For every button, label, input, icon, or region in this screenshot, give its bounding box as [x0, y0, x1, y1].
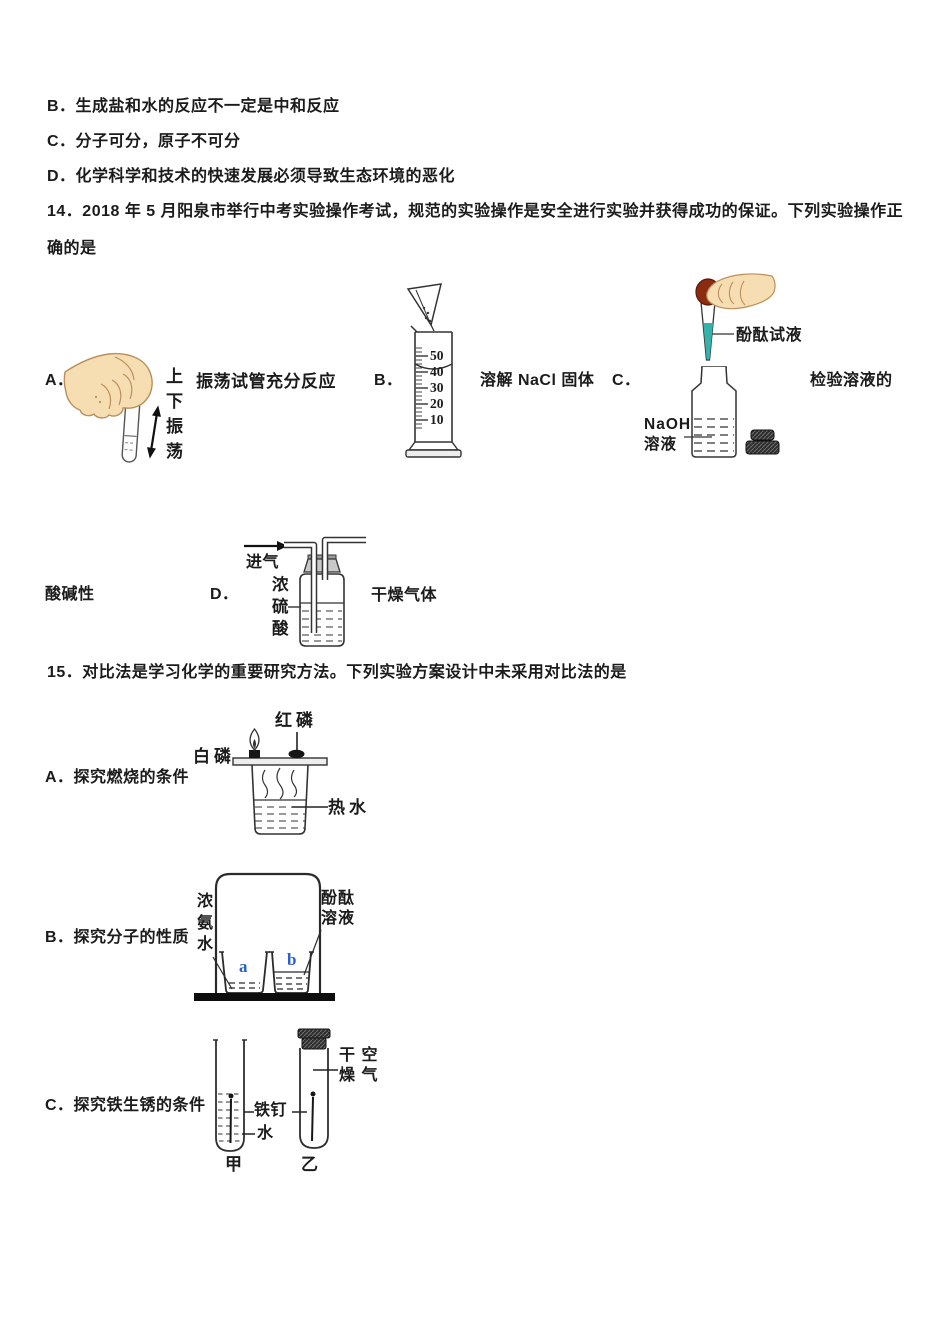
phenolphthalein-pointer — [303, 929, 322, 976]
paper-funnel — [406, 283, 442, 332]
table-surface — [194, 993, 335, 1001]
q15-stem: 15．对比法是学习化学的重要研究方法。下列实验方案设计中未采用对比法的是 — [47, 664, 627, 681]
q15-b-label: B．探究分子的性质 — [45, 929, 190, 946]
up-down-arrow — [147, 405, 161, 459]
q14-c-bottle-label: NaOH 溶液 — [644, 416, 692, 453]
q14-d-inlet-label: 进气 — [246, 554, 280, 571]
q14-stem-line2: 确的是 — [47, 240, 97, 257]
q14-stem-line1: 14．2018 年 5 月阳泉市举行中考实验操作考试，规范的实验操作是安全进行实… — [47, 203, 904, 220]
q14-b-caption: 溶解 NaCl 固体 — [480, 372, 595, 389]
iron-nail-yi — [310, 1091, 316, 1142]
q15-b-ammonia-label: 浓 氨 水 — [197, 893, 214, 953]
q15-c-tube-right-label: 乙 — [301, 1155, 319, 1174]
q14-c-dropper-label: 酚酞试液 — [736, 327, 803, 344]
q13-option-c: C．分子可分，原子不可分 — [47, 133, 241, 150]
porcelain-plate — [232, 757, 328, 766]
hand — [63, 352, 153, 419]
q14-c-caption-part1: 检验溶液的 — [810, 372, 893, 389]
graduated-cylinder-diagram — [405, 283, 462, 458]
q14-b-letter: B． — [374, 372, 403, 389]
inlet-tube — [284, 541, 318, 633]
q15-c-water-label: 水 — [257, 1125, 274, 1142]
ammonia-pointer — [212, 956, 233, 990]
hand — [706, 273, 776, 310]
q15-a-white-phosphorus-label: 白磷 — [193, 747, 235, 766]
beaker-b — [269, 951, 314, 994]
cylinder-body — [405, 325, 462, 458]
cylinder-scale-labels: 50 40 30 20 10 — [430, 348, 444, 427]
q15-c-tube-left-label: 甲 — [225, 1155, 243, 1174]
q15-a-label: A．探究燃烧的条件 — [45, 769, 190, 786]
q14-d-acid-label: 浓 硫 酸 — [272, 576, 289, 638]
q14-a-shake-label: 上 下 振 荡 — [166, 367, 184, 461]
test-tube-yi — [297, 1028, 331, 1149]
q15-b-beaker-b-letter: b — [287, 950, 297, 969]
q14-c-caption-part2: 酸碱性 — [45, 586, 95, 603]
q15-a-hot-water-label: 热水 — [328, 798, 370, 817]
q14-a-caption: 振荡试管充分反应 — [196, 372, 336, 391]
iron-nail-jia — [228, 1093, 234, 1144]
red-phosphorus-pile — [288, 749, 305, 759]
q15-c-nail-label: 铁钉 — [254, 1102, 288, 1119]
molecule-diffusion-diagram — [194, 872, 335, 1001]
q14-d-caption: 干燥气体 — [371, 587, 438, 604]
gas-inlet-arrow — [244, 541, 288, 551]
q15-a-red-phosphorus-label: 红磷 — [275, 711, 317, 730]
q14-c-letter: C． — [612, 372, 641, 389]
gas-drying-bottle-diagram — [244, 536, 366, 647]
iron-rust-experiment-diagram — [213, 1028, 338, 1152]
q14-d-letter: D． — [210, 586, 239, 603]
dropper-naoh-bottle-diagram — [684, 273, 780, 458]
test-tube-jia — [213, 1039, 247, 1152]
ground-glass-stopper — [745, 429, 780, 455]
combustion-experiment-diagram — [232, 727, 328, 835]
q15-b-phenolphthalein-label: 酚酞 溶液 — [321, 890, 356, 927]
q13-option-d: D．化学科学和技术的快速发展必须导致生态环境的恶化 — [47, 168, 456, 185]
shaking-test-tube-diagram — [63, 352, 161, 463]
q15-b-beaker-a-letter: a — [239, 957, 248, 976]
q15-c-label: C．探究铁生锈的条件 — [45, 1097, 206, 1114]
outlet-tube — [321, 536, 366, 580]
q13-option-b: B．生成盐和水的反应不一定是中和反应 — [47, 98, 340, 115]
beaker — [251, 764, 309, 835]
burning-white-phosphorus — [249, 727, 260, 758]
reagent-bottle — [684, 366, 737, 458]
q15-c-dry-air-label: 干 空 燥 气 — [339, 1047, 379, 1084]
